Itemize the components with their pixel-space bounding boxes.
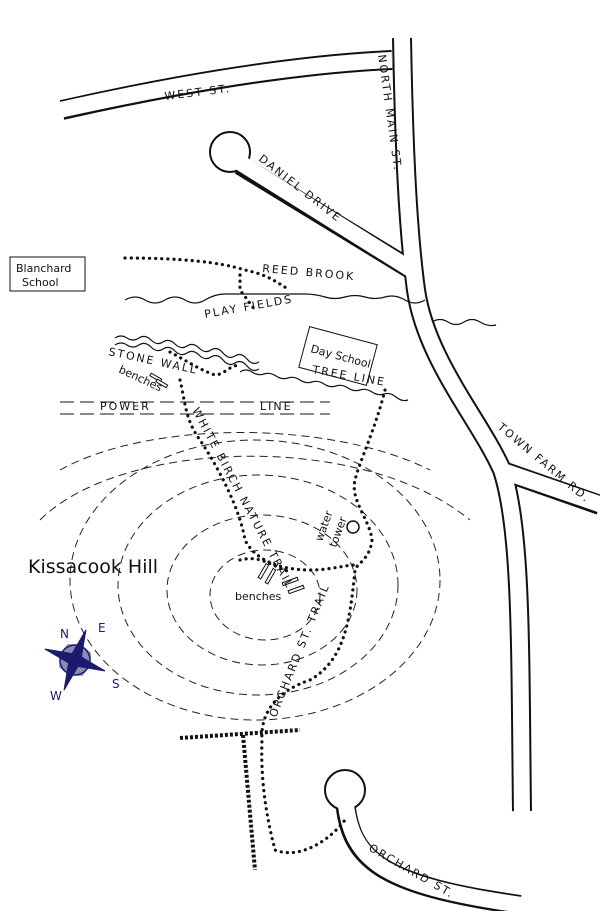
hill-contours	[39, 432, 471, 721]
trails[interactable]	[123, 256, 387, 855]
compass-w: W	[50, 689, 62, 703]
compass-s: S	[112, 677, 120, 691]
benches-summit-label: benches	[235, 590, 282, 603]
bench-icons	[149, 372, 305, 595]
compass-e: E	[98, 621, 106, 635]
tree-line	[239, 369, 409, 402]
line-label: LINE	[260, 400, 293, 413]
compass-n: N	[60, 627, 69, 641]
blanchard-school-label: Blanchard	[16, 262, 71, 275]
compass-rose-icon	[44, 629, 106, 691]
day-school-box	[298, 326, 378, 386]
blanchard-school-box	[9, 256, 86, 292]
blanchard-school-label-2: School	[22, 276, 59, 289]
roads	[58, 35, 600, 911]
water-tower-icon	[346, 520, 360, 534]
power-label: POWER	[100, 400, 151, 413]
power-line	[60, 401, 330, 415]
fence-lines	[179, 728, 301, 871]
play-fields-label: PLAY FIELDS	[203, 293, 294, 321]
reed-brook-line	[124, 293, 426, 304]
white-birch-trail-label[interactable]: WHITE BIRCH NATURE TRAIL	[189, 405, 296, 591]
stone-wall-line	[114, 335, 260, 365]
kissacook-hill-label: Kissacook Hill	[28, 556, 158, 578]
